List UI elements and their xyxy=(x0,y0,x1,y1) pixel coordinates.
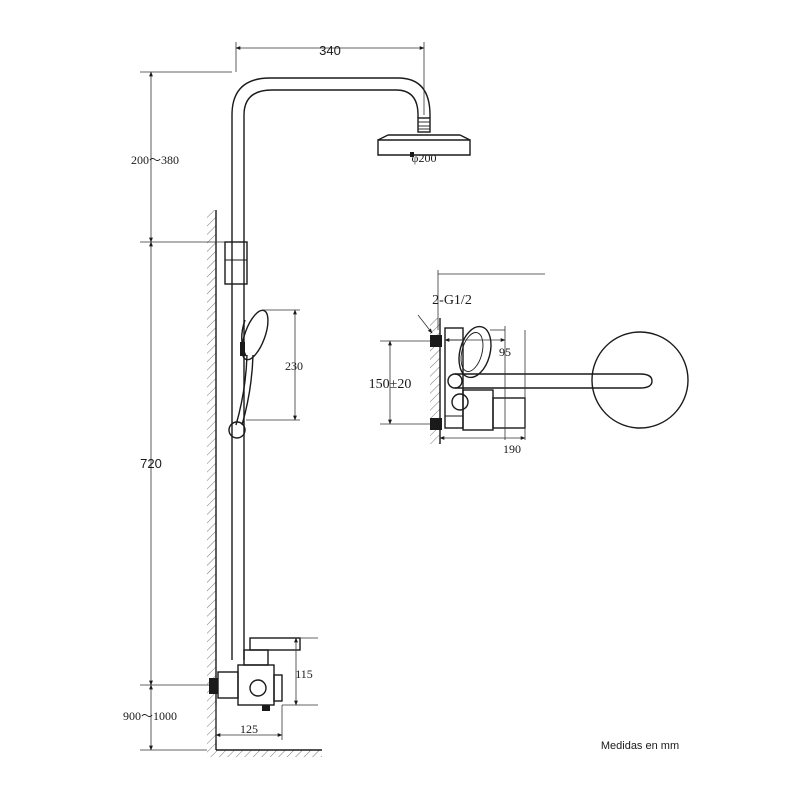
dim-hand-shower: 230 xyxy=(246,309,303,421)
shower-head xyxy=(377,117,471,157)
dim-depth-label: 190 xyxy=(503,442,521,456)
side-hand-shower xyxy=(458,325,492,379)
dim-depth: 190 xyxy=(439,330,526,456)
riser-pipe xyxy=(231,77,431,660)
side-wall xyxy=(430,318,442,444)
dim-mixer-depth-label: 125 xyxy=(240,722,258,736)
dim-head-diameter-label: φ200 xyxy=(412,151,437,165)
side-mixer xyxy=(444,327,526,431)
wall-bracket xyxy=(224,241,248,285)
dim-main-height-label: 720 xyxy=(140,456,162,471)
dim-center-distance-label: 150±20 xyxy=(369,377,412,392)
dim-inlet-label: 2-G1/2 xyxy=(432,293,472,308)
dim-head-diameter: φ200 xyxy=(412,151,437,165)
dim-top-width-label: 340 xyxy=(319,43,341,58)
dim-inlet: 2-G1/2 xyxy=(417,270,545,334)
front-view: 340 φ200 200～380 720 900～1000 230 xyxy=(123,42,471,757)
wall xyxy=(207,210,322,757)
side-head-circle xyxy=(591,331,689,429)
dim-mixer-depth: 125 xyxy=(215,705,283,740)
dim-hand-offset: 95 xyxy=(444,326,511,440)
dim-hand-offset-label: 95 xyxy=(499,345,511,359)
hand-shower xyxy=(228,309,269,439)
dim-left-vertical: 200～380 720 900～1000 xyxy=(123,71,232,751)
dim-top-width: 340 xyxy=(235,42,425,115)
dim-hand-shower-label: 230 xyxy=(285,359,303,373)
dim-mixer-height-label: 115 xyxy=(295,667,313,681)
mixer-valve xyxy=(209,637,301,711)
side-arm xyxy=(447,373,653,389)
units-note: Medidas en mm xyxy=(601,740,679,752)
dim-upper-height-label: 200～380 xyxy=(131,153,179,167)
dim-floor-height-label: 900～1000 xyxy=(123,709,177,723)
side-view: 2-G1/2 150±20 95 190 xyxy=(369,270,689,456)
dim-mixer-height: 115 xyxy=(282,637,318,706)
dim-center-distance: 150±20 xyxy=(369,340,430,425)
